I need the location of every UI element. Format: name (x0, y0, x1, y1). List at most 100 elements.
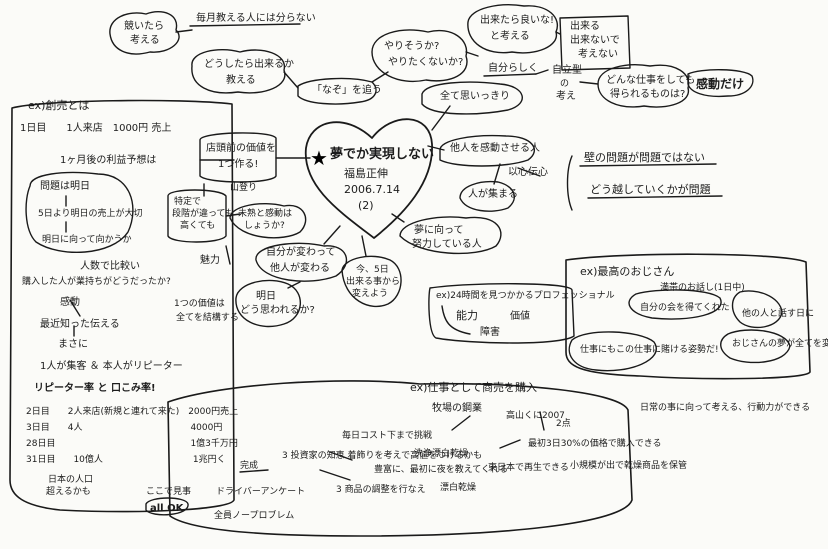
connector-6 (555, 31, 561, 35)
node-people-gather: 人が集まる (468, 189, 518, 200)
left-row-1: 1日目 1人来店 1000円 売上 (20, 123, 172, 134)
node-self-change-1: 自分が変わって (266, 247, 336, 258)
underline-how-cross (587, 195, 723, 199)
node-can-do-1: 出来る (570, 21, 600, 32)
left-row-16: 31日目 10億人 1兆円く (26, 455, 226, 465)
cloud-self-change (255, 242, 348, 282)
circle-my-meeting (628, 289, 722, 320)
node-can-do-3: 考えない (578, 49, 618, 60)
cloud-toward-dream (399, 216, 502, 255)
node-specific-1: 特定で (174, 197, 202, 207)
box-store-value (199, 132, 277, 183)
right-box-header: ex)最高のおじさん (580, 265, 675, 278)
circle-people-gather (459, 180, 516, 212)
connector-19 (225, 245, 231, 265)
circle-job-attitude (568, 331, 657, 372)
connector-1 (175, 29, 193, 33)
bottom-item-1: 牧場の鋼業 (432, 403, 482, 414)
node-any-job-2: 得られるものは? (610, 89, 686, 100)
bottom-item-14: ドライバーアンケート (216, 487, 306, 497)
node-one-value-1: 1つの価値は (174, 299, 225, 309)
connector-5 (535, 69, 549, 75)
node-specific-3: 高くても (180, 221, 216, 231)
node-all-out: 全て思いっきり (440, 91, 510, 102)
box-left (9, 99, 235, 513)
cloud-any-job (597, 64, 690, 108)
node-charm: 魅力 (200, 255, 220, 266)
left-row-12: リピーター率 と 口こみ率! (34, 383, 156, 394)
bottom-item-4: 最初3日30%の価格で購入できる (528, 439, 662, 449)
left-row-5: 明日に向って向かうか (42, 235, 132, 245)
left-row-9: 最近知った伝える (40, 319, 120, 330)
node-independent-3: 考え (556, 91, 576, 102)
node-toward-dream-2: 努力している人 (412, 239, 482, 250)
arrow-left-3 (69, 299, 81, 317)
node-independent-1: 自立型 (552, 65, 582, 76)
underline-wall-problem (579, 163, 717, 167)
connector-16 (287, 281, 301, 289)
arrow-bottom-6 (239, 469, 269, 473)
left-row-17: 日本の人口 (48, 475, 94, 485)
arrow-bottom-1 (451, 415, 471, 431)
node-tomorrow-1: 明日 (256, 291, 276, 302)
node-today-2: 出来る事から (346, 277, 401, 287)
cloud-move-others (439, 134, 535, 167)
connector-12 (391, 213, 405, 223)
right-item-1: 満帯のお話し(1日中) (660, 283, 745, 293)
node-specific-2: 段階が違っても (172, 209, 235, 219)
left-row-15: 28日目 1億3千万円 (26, 439, 238, 449)
bottom-item-11: 完成 (240, 461, 259, 471)
node-emotion: 感動だけ (696, 77, 745, 91)
bottom-item-12: 3 投資家の知恵 着飾りを考えで高値をつけるかも (282, 451, 483, 461)
connector-8 (431, 105, 451, 131)
arrow-bottom-4 (329, 451, 353, 461)
right-item-4: おじさんの夢が全てを変える (732, 339, 828, 349)
bottom-item-5: 小規模が出で乾燥商品を保管 (570, 461, 688, 471)
cloud-all-out (421, 81, 523, 115)
connector-14 (225, 213, 241, 217)
connector-7 (579, 81, 599, 85)
star-icon: ★ (310, 146, 328, 170)
node-should-do-1: やりそうか? (384, 41, 440, 52)
node-one-value-2: 全てを結構する (176, 313, 239, 323)
bottom-box-header: ex)仕事として商売を購入 (410, 381, 538, 394)
left-row-3: 問題は明日 (40, 181, 90, 192)
node-emotion-want-1: 未熟と感動は (238, 209, 293, 219)
left-row-8: 感動 (60, 297, 80, 308)
left-row-18: 超えるかも (46, 487, 91, 497)
cloud-would-be-nice (467, 4, 559, 54)
box-specific (167, 189, 227, 243)
title-part: (2) (358, 199, 374, 212)
node-telepathy: 以心伝心 (508, 167, 548, 178)
bottom-item-13: 3 商品の調整を行なえ (336, 485, 426, 495)
node-store-value-2: 1つ作る! (218, 159, 259, 170)
node-nazo: 「なぞ」を追う (312, 85, 382, 96)
connector-4 (465, 51, 479, 57)
bottom-item-16: ここで見事 (146, 487, 192, 497)
bottom-item-9: 2点 (556, 419, 571, 429)
ability-header: ex)24時間を見つかかるプロフェッショナル (436, 291, 615, 301)
left-row-4: 5日より明日の売上が大切 (38, 209, 143, 219)
node-how-cross: どう越していくかが問題 (590, 183, 711, 196)
node-independent-2: の (560, 79, 570, 89)
connector-9 (427, 145, 445, 151)
heart-title (304, 118, 433, 239)
arrow-bottom-2 (499, 439, 521, 449)
node-mountain: 山登り (230, 183, 258, 193)
node-any-job-1: どんな仕事をしても (606, 75, 696, 86)
bottom-item-2: 高山くに2007 (506, 411, 565, 421)
right-item-2: 自分の会を得てくれた (640, 303, 730, 313)
cloud-problem-tomorrow (25, 171, 134, 253)
node-nice-2: と考える (490, 31, 530, 42)
node-every-month: 毎月教える人には分らない (196, 13, 316, 24)
connector-10 (517, 167, 541, 177)
bracket-ability (441, 305, 471, 335)
left-row-10: まさに (58, 339, 88, 350)
node-today-3: 変えよう (352, 289, 389, 299)
bottom-item-7: 豊富に、最初に夜を教えてくれる (374, 465, 509, 475)
box-ability (428, 283, 575, 344)
circle-dream-changes (720, 329, 791, 364)
underline-be-yourself (483, 73, 537, 77)
title-author: 福島正伸 (344, 167, 388, 180)
